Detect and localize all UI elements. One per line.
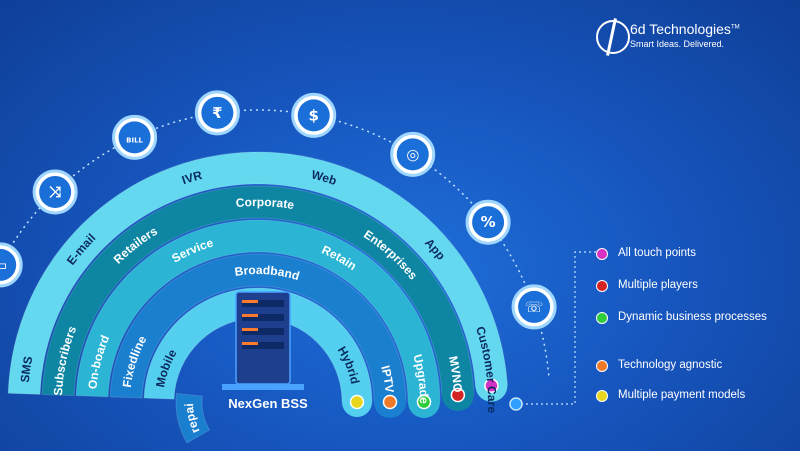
icon-disc: [39, 175, 72, 208]
legend-connector: [516, 251, 596, 405]
server-slot: [242, 328, 284, 335]
legend-label: Multiple payment models: [618, 389, 746, 401]
legend-label: Technology agnostic: [618, 359, 723, 371]
server-slot: [242, 300, 284, 307]
ring-label: SMS: [18, 355, 36, 383]
ring-end-dot: [450, 387, 466, 403]
ring-label: IVR: [180, 168, 204, 187]
ring-end-dot: [382, 394, 398, 410]
credit-card-icon: ▭: [0, 242, 23, 288]
logo-trademark: TM: [730, 24, 740, 31]
ring-band: [41, 185, 475, 397]
icon-disc: [396, 138, 429, 171]
server-base: [222, 384, 304, 390]
legend-dot: [596, 280, 608, 292]
icon-glyph: ▭: [0, 256, 7, 274]
logo-tagline: Smart Ideas. Delivered.: [630, 39, 725, 49]
icon-disc: [201, 96, 234, 129]
ring-label: IPTV: [378, 364, 397, 393]
ring-band: [109, 253, 407, 403]
legend-label: Multiple players: [618, 279, 698, 291]
ring-band: [175, 392, 211, 444]
legend-dot: [596, 312, 608, 324]
center-label: NexGen BSS: [228, 396, 308, 411]
icon-glyph: ⤨: [49, 183, 61, 201]
icon-glyph: ₹: [212, 104, 222, 122]
ring-band: [143, 287, 373, 403]
icon-glyph: ☏: [525, 298, 544, 316]
server-icon: [222, 291, 304, 390]
server-slot: [242, 314, 284, 321]
icon-disc: [118, 121, 151, 154]
ring-players: SubscribersRetailersCorporateEnterprises…: [41, 185, 475, 412]
tablet-dollar-icon: $: [291, 92, 337, 138]
company-logo: 6d TechnologiesTM Smart Ideas. Delivered…: [596, 20, 796, 60]
server-led: [242, 328, 258, 331]
logo-mark-icon: [596, 20, 630, 54]
ring-label: MVNO: [446, 355, 465, 393]
mobile-pay-icon: ₹: [194, 90, 240, 136]
server-led: [242, 314, 258, 317]
legend-dot: [596, 360, 608, 372]
icon-disc: [472, 206, 505, 239]
ring-band: [75, 219, 441, 403]
bill-icon: BILL: [112, 114, 158, 160]
ring-end-dot: [349, 394, 365, 410]
legend-label: All touch points: [618, 247, 696, 259]
icon-glyph: %: [481, 213, 496, 231]
connector-node: [509, 397, 523, 411]
target-icon: ◎: [390, 131, 436, 177]
icon-glyph: BILL: [126, 136, 143, 144]
icon-glyph: ◎: [406, 145, 419, 163]
icon-glyph: $: [308, 106, 318, 124]
server-slot: [242, 342, 284, 349]
legend-dot: [596, 390, 608, 402]
legend-label: Dynamic business processes: [618, 311, 767, 323]
icon-disc: [297, 99, 330, 132]
percent-icon: %: [465, 199, 511, 245]
ring-end-dot: [416, 394, 432, 410]
ring-end-dot: [484, 378, 499, 393]
icon-disc: [518, 290, 551, 323]
ring-label: Corporate: [235, 195, 295, 212]
server-led: [242, 342, 258, 345]
phone-icon: ☏: [511, 284, 557, 330]
shuffle-icon: ⤨: [32, 169, 78, 215]
icon-disc: [0, 248, 17, 281]
legend-dot: [596, 248, 608, 260]
ring-band: [7, 151, 508, 395]
server-led: [242, 300, 258, 303]
logo-name: 6d Technologies: [630, 21, 731, 37]
outer-orbit: [0, 109, 550, 377]
